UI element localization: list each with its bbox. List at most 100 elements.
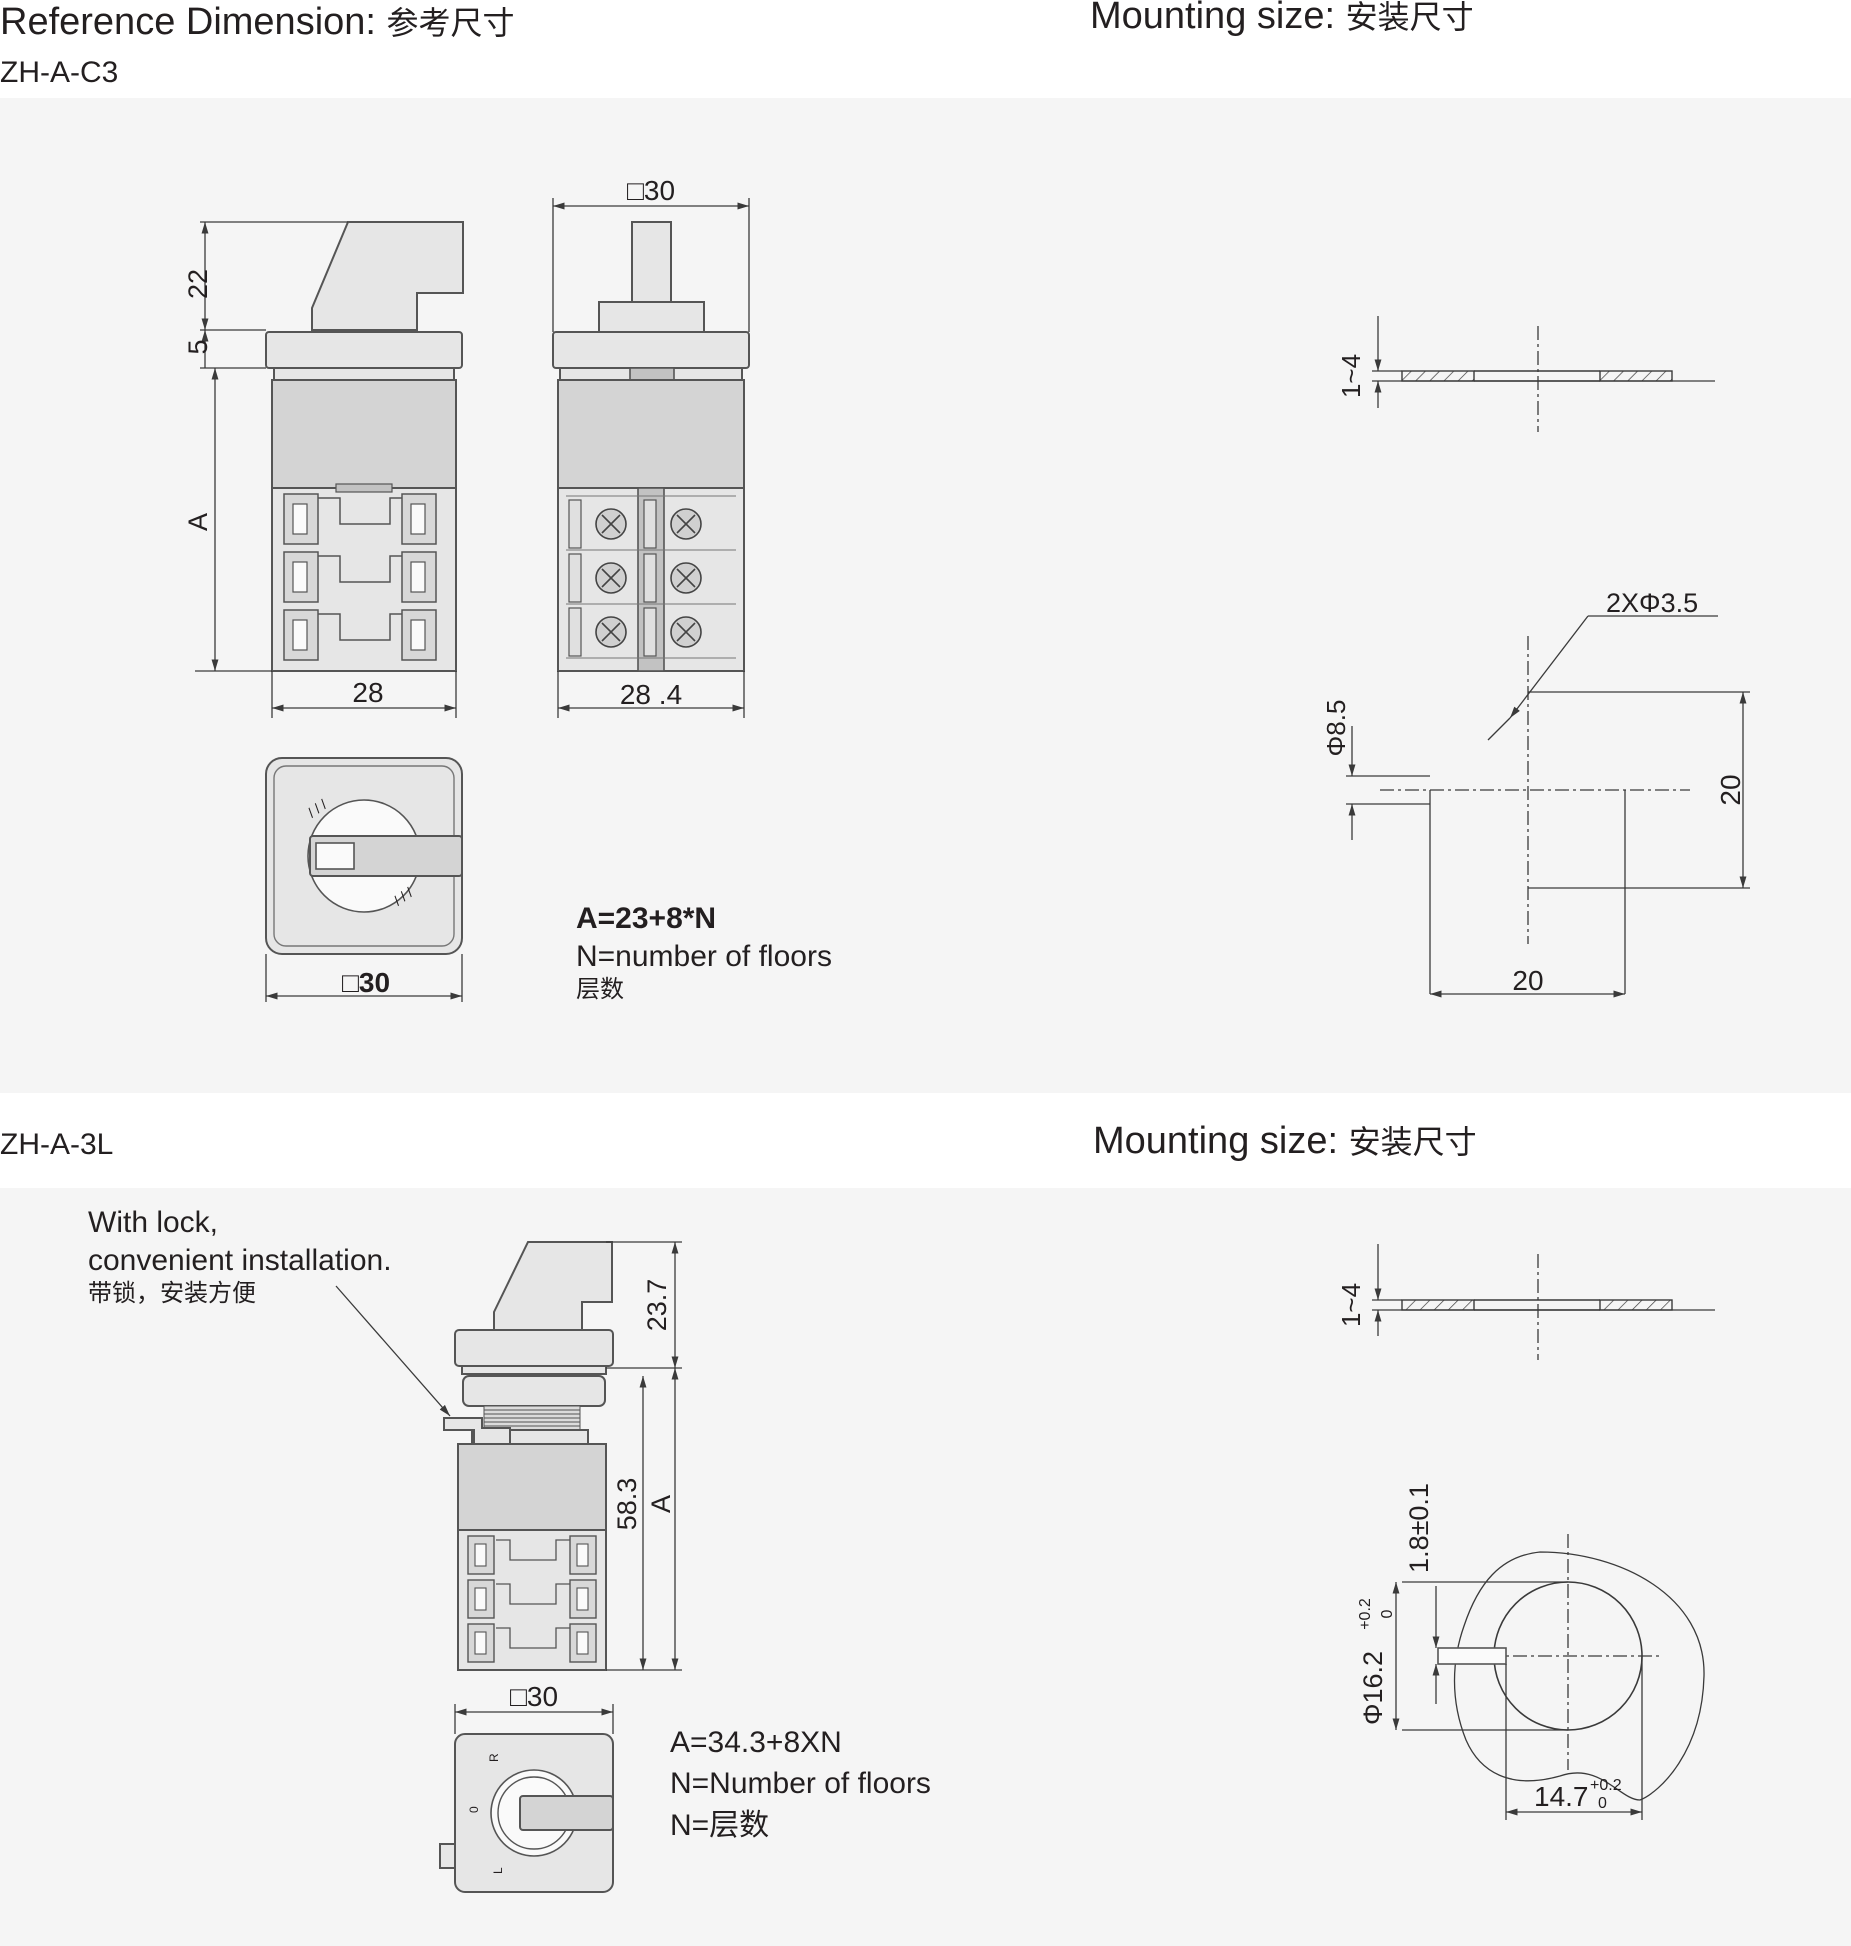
c3-front-width-dim: 28 .4	[620, 679, 682, 710]
mounting-size-title-1: Mounting size: 安装尺寸	[1090, 0, 1474, 38]
c3-front-terminal-side	[568, 607, 582, 657]
c3-hole-spec-dim: 2XΦ3.5	[1606, 588, 1698, 618]
mounting-title-cn: 安装尺寸	[1345, 0, 1474, 35]
c3-floors-note-cn: 层数	[576, 976, 624, 1003]
reference-title-en: Reference Dimension:	[0, 1, 376, 43]
3l-side-terminal-slot	[576, 1543, 589, 1567]
3l-knob-view: R 0 L □30	[439, 1681, 614, 1893]
c3-side-contact-group	[283, 483, 437, 661]
3l-side-collar-base	[461, 1365, 607, 1375]
3l-floors-note-cn: N=层数	[670, 1808, 770, 1842]
3l-side-collar	[454, 1329, 614, 1367]
mounting-title-2-en: Mounting size:	[1093, 1120, 1339, 1162]
3l-lock-note-cn: 带锁，安装方便	[88, 1280, 256, 1307]
c3-horizontal-spacing-dim: 20	[1512, 965, 1543, 996]
model-label-zh-a-3l: ZH-A-3L	[0, 1128, 114, 1161]
mounting-title-2-cn: 安装尺寸	[1348, 1124, 1477, 1160]
c3-front-terminal-side	[643, 607, 657, 657]
c3-front-handle-base	[598, 301, 705, 333]
c3-center-hole-dim: Φ8.5	[1321, 700, 1351, 757]
3l-hole-tol-lower: 0	[1379, 1609, 1396, 1618]
3l-thread-ring	[483, 1405, 581, 1411]
3l-flat-dimension-dim: 14.7	[1534, 1781, 1589, 1812]
mounting-title-en: Mounting size:	[1090, 0, 1336, 37]
3l-knob-square-dim: □30	[510, 1681, 558, 1712]
3l-side-terminal-link	[496, 1583, 570, 1605]
c3-handle-height-dim: 22	[183, 269, 213, 299]
c3-vertical-spacing-dim: 20	[1715, 774, 1746, 805]
3l-flat-tol-upper: +0.2	[1590, 1777, 1622, 1794]
3l-formula: A=34.3+8XN	[670, 1726, 842, 1759]
c3-front-collar	[552, 331, 750, 369]
3l-knob-mark-r: R	[487, 1753, 501, 1762]
c3-front-terminal-side	[643, 499, 657, 549]
3l-thread-ring	[483, 1409, 581, 1415]
c3-formula-block: A=23+8*N N=number of floors 层数	[576, 900, 832, 1005]
c3-side-collar-base	[273, 367, 455, 381]
c3-side-terminal-slot	[410, 561, 426, 593]
3l-lock-note: With lock, convenient installation. 带锁，安…	[88, 1204, 392, 1309]
screw-slot	[601, 622, 621, 642]
3l-handle-height-dim: 23.7	[642, 1279, 672, 1332]
c3-front-latch	[629, 367, 675, 381]
reference-dimension-title: Reference Dimension: 参考尺寸	[0, 0, 515, 44]
3l-side-upper-body	[457, 1443, 607, 1531]
screw-slot	[676, 568, 696, 588]
c3-side-upper-body	[271, 379, 457, 489]
c3-knob-window	[315, 842, 355, 870]
c3-knob-square-dim: □30	[342, 967, 390, 998]
3l-body-height-dim: 58.3	[612, 1478, 642, 1531]
c3-side-terminal-link	[318, 613, 402, 641]
c3-front-terminal-side	[643, 553, 657, 603]
c3-side-terminal-link	[318, 497, 402, 525]
c3-body-height-dim: A	[183, 513, 213, 531]
3l-side-terminal-slot	[576, 1631, 589, 1655]
c3-collar-height-dim: 5	[183, 339, 213, 354]
3l-key-width-dim: 1.8±0.1	[1404, 1483, 1434, 1573]
c3-side-terminal-link	[318, 555, 402, 583]
3l-floors-note: N=Number of floors	[670, 1767, 931, 1801]
c3-knob-view: / / / / / / □30	[265, 757, 463, 1002]
3l-panel-thickness-dim: 1~4	[1336, 1283, 1366, 1327]
c3-side-view: 22 5 A 28	[183, 221, 464, 718]
3l-knob-mark-l: L	[491, 1867, 505, 1874]
3l-side-terminal-slot	[474, 1631, 487, 1655]
3l-key-slot	[1437, 1647, 1507, 1665]
screw-slot	[601, 568, 621, 588]
model-label-zh-a-c3: ZH-A-C3	[0, 56, 119, 89]
c3-front-view: □30 28 .4	[552, 175, 750, 718]
screw-slot	[676, 514, 696, 534]
c3-front-terminal-side	[568, 499, 582, 549]
3l-thread-ring	[483, 1421, 581, 1427]
3l-flat-tol-lower: 0	[1598, 1795, 1607, 1812]
3l-mounting-hole: Φ16.2 +0.2 0 1.8±0.1 14.7 +0.2 0	[1357, 1483, 1705, 1820]
3l-knob-mark-0: 0	[467, 1806, 481, 1813]
c3-mounting-panel-section: 1~4	[1336, 316, 1715, 432]
c3-side-terminal-slot	[292, 619, 308, 651]
3l-side-contact-group	[467, 1535, 597, 1663]
3l-knob-side-tab	[439, 1843, 457, 1869]
3l-side-lock-nut	[462, 1375, 606, 1407]
c3-floors-note: N=number of floors	[576, 939, 832, 973]
3l-knob-lever	[519, 1795, 614, 1831]
3l-thread-ring	[483, 1417, 581, 1423]
3l-mounting-panel-section: 1~4	[1336, 1244, 1715, 1360]
c3-side-collar	[265, 331, 463, 369]
3l-lock-note-line2: convenient installation.	[88, 1243, 392, 1277]
mounting-size-title-2: Mounting size: 安装尺寸	[1093, 1117, 1477, 1163]
3l-thread-ring	[483, 1413, 581, 1419]
3l-side-terminal-slot	[474, 1587, 487, 1611]
c3-front-top-square-dim: □30	[627, 175, 675, 206]
c3-front-upper-body	[557, 379, 745, 489]
3l-formula-block: A=34.3+8XN N=Number of floors N=层数	[670, 1722, 931, 1846]
3l-side-terminal-slot	[576, 1587, 589, 1611]
3l-hole-tol-upper: +0.2	[1357, 1598, 1374, 1630]
c3-panel-thickness-dim: 1~4	[1336, 354, 1366, 398]
c3-side-terminal-slot	[292, 503, 308, 535]
section-2-background	[0, 1188, 1851, 1946]
c3-side-handle	[311, 221, 464, 331]
reference-title-cn: 参考尺寸	[386, 5, 515, 41]
c3-side-width-dim: 28	[352, 677, 383, 708]
3l-lock-note-line1: With lock,	[88, 1206, 219, 1239]
